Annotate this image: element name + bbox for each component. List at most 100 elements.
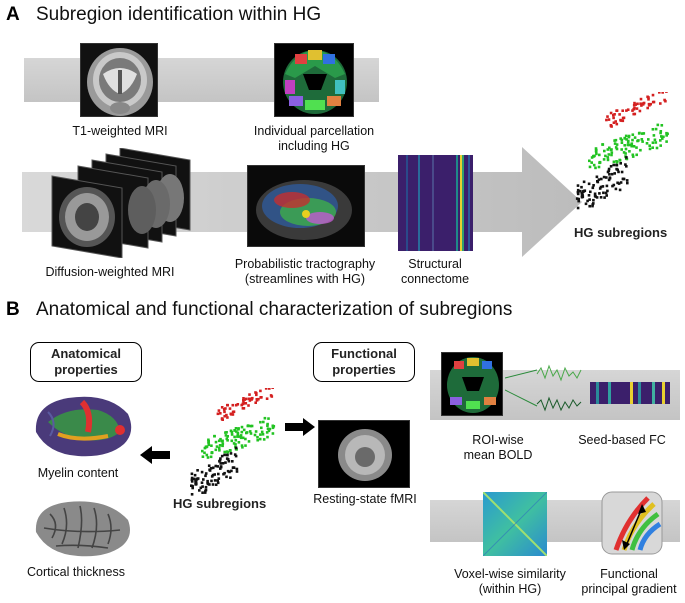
hg-voxel-dot bbox=[603, 196, 606, 199]
hg-voxel-dot bbox=[267, 429, 271, 433]
connectome-label-line1: Structural bbox=[408, 257, 462, 271]
hg-voxel-dot bbox=[234, 403, 238, 407]
hg-voxel-dot bbox=[586, 199, 589, 203]
hg-voxel-dot bbox=[265, 431, 269, 434]
hg-voxel-dot bbox=[637, 132, 641, 135]
hg-voxel-dot bbox=[228, 470, 231, 474]
hg-voxel-dot bbox=[582, 180, 586, 184]
hg-voxel-dot bbox=[241, 436, 245, 440]
hg-voxel-dot bbox=[219, 462, 222, 465]
hg-voxel-dot bbox=[266, 435, 269, 439]
hg-voxel-dot bbox=[588, 165, 592, 169]
hg-voxel-dot bbox=[203, 491, 207, 494]
gradient-label-line2: principal gradient bbox=[581, 582, 677, 596]
hg-voxel-dot bbox=[255, 393, 258, 397]
hg-voxel-dot bbox=[648, 147, 652, 151]
hg-voxel-dot bbox=[624, 163, 627, 166]
hg-voxel-dot bbox=[663, 98, 666, 102]
hg-voxel-dot bbox=[190, 493, 194, 496]
hg-voxel-dot bbox=[242, 428, 246, 432]
hg-voxel-dot bbox=[217, 439, 221, 443]
hg-voxel-dot bbox=[237, 428, 240, 431]
connectome-label: Structural connectome bbox=[385, 257, 485, 287]
roi-parcellation-image bbox=[441, 352, 503, 416]
hg-voxel-dot bbox=[209, 455, 213, 459]
hg-voxel-dot bbox=[594, 166, 597, 170]
hg-voxel-dot bbox=[627, 135, 631, 139]
hg-voxel-dot bbox=[584, 202, 588, 206]
hg-voxel-dot bbox=[622, 151, 626, 154]
hg-voxel-dot bbox=[631, 109, 634, 112]
hg-voxel-dot bbox=[219, 457, 222, 460]
hg-voxel-dot bbox=[659, 144, 662, 147]
connectome-column bbox=[432, 155, 434, 251]
hg-voxel-dot bbox=[603, 149, 606, 153]
hg-voxel-dot bbox=[665, 134, 668, 137]
hg-voxel-dot bbox=[598, 192, 601, 195]
hg-voxel-dot bbox=[234, 427, 238, 430]
hg-voxel-dot bbox=[632, 145, 636, 148]
hg-voxel-dot bbox=[634, 103, 637, 106]
hg-voxel-dot bbox=[656, 123, 660, 127]
hg-voxel-dot bbox=[210, 475, 214, 478]
hg-voxel-dot bbox=[576, 184, 580, 187]
hg-voxel-dot bbox=[616, 181, 619, 185]
connectome-column bbox=[460, 155, 462, 251]
hg-voxel-dot bbox=[607, 118, 611, 121]
hg-voxel-dot bbox=[623, 144, 626, 147]
hg-voxel-dot bbox=[620, 170, 624, 174]
hg-voxel-dot bbox=[244, 437, 247, 441]
hg-voxel-dot bbox=[242, 407, 246, 410]
hg-voxel-dot bbox=[220, 454, 224, 458]
hg-voxel-dot bbox=[198, 489, 201, 492]
hg-voxel-dot bbox=[635, 107, 639, 110]
hg-voxel-dot bbox=[615, 163, 619, 167]
seed-fc-bar bbox=[608, 382, 611, 404]
hg-voxel-dot bbox=[199, 486, 203, 490]
hg-voxel-dot bbox=[641, 132, 644, 135]
hg-voxel-dot bbox=[231, 460, 234, 463]
hg-voxel-dot bbox=[267, 417, 270, 420]
hg-voxel-dot bbox=[596, 180, 599, 183]
hg-voxel-dot bbox=[628, 150, 631, 153]
hg-voxel-dot bbox=[609, 165, 613, 168]
hg-voxel-dot bbox=[266, 427, 270, 430]
hg-voxel-dot bbox=[211, 473, 215, 477]
panel-b-letter: B bbox=[6, 299, 20, 320]
hg-voxel-dot bbox=[646, 106, 649, 110]
hg-voxel-dot bbox=[621, 109, 624, 112]
hg-voxel-dot bbox=[590, 161, 593, 164]
hg-voxel-dot bbox=[623, 137, 627, 140]
hg-voxel-dot bbox=[602, 191, 605, 195]
hg-voxel-dot bbox=[619, 118, 622, 122]
hg-voxel-dot bbox=[204, 445, 208, 449]
tractography-label-line1: Probabilistic tractography bbox=[234, 257, 376, 271]
hg-voxel-dot bbox=[592, 184, 595, 187]
hg-voxel-dot bbox=[580, 194, 584, 198]
hg-voxel-dot bbox=[190, 476, 194, 480]
hg-voxel-dot bbox=[605, 176, 608, 179]
hg-voxel-dot bbox=[228, 449, 232, 452]
hg-voxel-dot bbox=[234, 446, 238, 450]
hg-voxel-dot bbox=[242, 401, 245, 405]
hg-voxel-dot bbox=[592, 163, 596, 167]
hg-voxel-dot bbox=[635, 153, 638, 157]
roi-label-line2: mean BOLD bbox=[463, 448, 533, 462]
panel-a-title: Subregion identification within HG bbox=[36, 4, 322, 25]
hg-voxel-dot bbox=[250, 424, 254, 428]
hg-voxel-dot bbox=[588, 204, 591, 208]
hg-voxel-dot bbox=[206, 481, 209, 485]
hg-voxel-dot bbox=[620, 141, 624, 144]
hg-voxel-dot bbox=[215, 445, 219, 448]
hg-voxel-dot bbox=[203, 451, 206, 455]
hg-voxel-dot bbox=[207, 464, 211, 467]
hg-voxel-dot bbox=[190, 480, 194, 483]
seed-fc-strip bbox=[590, 382, 670, 404]
hg-voxel-dot bbox=[213, 434, 216, 438]
hg-voxel-dot bbox=[594, 150, 598, 154]
hg-voxel-dot bbox=[605, 184, 609, 188]
hg-voxel-dot bbox=[216, 481, 220, 485]
hg-voxel-dot bbox=[240, 444, 244, 447]
hg-voxel-dot bbox=[224, 434, 228, 437]
hg-voxel-dot bbox=[588, 198, 591, 201]
